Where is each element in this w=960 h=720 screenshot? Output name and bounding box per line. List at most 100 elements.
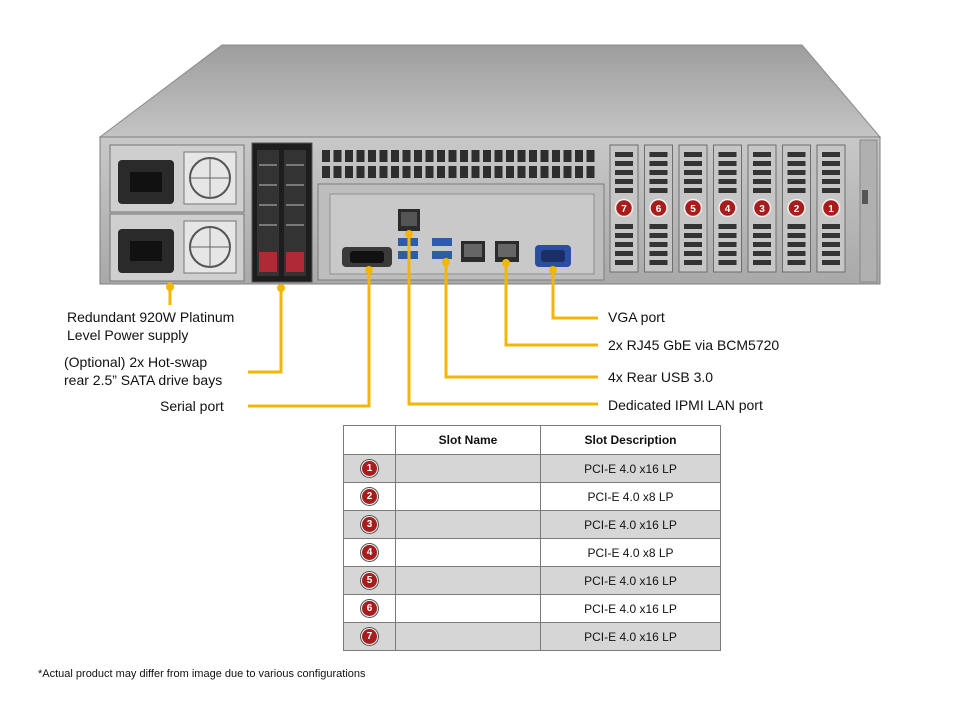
pcie-slot-vent <box>615 170 633 175</box>
pcie-slot-vent <box>615 161 633 166</box>
pcie-slot-badge <box>752 198 772 218</box>
vent-hole <box>402 150 411 162</box>
pcie-slot-badge-label: 7 <box>621 204 627 215</box>
pcie-slot-vent <box>684 224 702 229</box>
slot-badge: 6 <box>361 600 378 617</box>
slot-badge: 5 <box>361 572 378 589</box>
pcie-slot-badge <box>683 198 703 218</box>
vent-hole <box>379 166 388 178</box>
pcie-slot-vent <box>718 224 737 229</box>
pcie-slot-badge <box>821 198 841 218</box>
vent-hole <box>575 150 583 162</box>
callout-drive-bays-line-2: rear 2.5” SATA drive bays <box>64 372 223 388</box>
pcie-slot-vent <box>615 260 633 265</box>
callout-drive-bays-line-1: (Optional) 2x Hot-swap <box>64 354 208 370</box>
power-supply-top <box>109 144 245 213</box>
pcie-slot-vent <box>615 188 633 193</box>
pcie-slot-badge <box>718 198 737 218</box>
slot-description-cell: PCI-E 4.0 x16 LP <box>540 566 721 595</box>
slot-description-cell: PCI-E 4.0 x8 LP <box>540 482 721 511</box>
pcie-slot-vent <box>753 251 771 256</box>
pcie-slot-vent <box>753 260 771 265</box>
vent-hole <box>471 150 480 162</box>
pcie-slot-vent <box>718 251 737 256</box>
leader-drive-bays <box>248 288 283 374</box>
slot-name-cell <box>395 594 541 623</box>
pcie-slot-badge <box>787 198 806 218</box>
table-row: 4 PCI-E 4.0 x8 LP <box>343 538 721 567</box>
vent-hole <box>368 166 376 178</box>
ipmi-lan-port <box>398 209 420 231</box>
vent-hole <box>586 166 595 178</box>
rj45-gbe-ports <box>461 241 519 262</box>
vent-hole <box>379 150 388 162</box>
slot-badge: 7 <box>361 628 378 645</box>
pcie-slot-vent <box>615 152 633 157</box>
callout-lan: 2x RJ45 GbE via BCM5720 <box>608 337 780 353</box>
pcie-slot-vent <box>822 179 840 184</box>
power-supply-bottom <box>109 213 245 282</box>
callout-vga: VGA port <box>608 309 665 325</box>
pcie-slot-badge-label: 4 <box>725 204 731 215</box>
pcie-slot-vent <box>822 161 840 166</box>
pcie-slot-vent <box>649 233 668 238</box>
vent-hole <box>402 166 411 178</box>
vent-hole <box>356 166 365 178</box>
vent-hole <box>552 150 560 162</box>
slot-badge: 4 <box>361 544 378 561</box>
pcie-slot-vent <box>718 260 737 265</box>
leader-endpoints <box>166 230 557 292</box>
vent-hole <box>460 150 468 162</box>
pcie-slot-vent <box>753 188 771 193</box>
callout-ipmi: Dedicated IPMI LAN port <box>608 397 763 413</box>
table-row: 5 PCI-E 4.0 x16 LP <box>343 566 721 595</box>
vent-hole <box>563 150 572 162</box>
vent-hole <box>322 166 330 178</box>
table-row: 6 PCI-E 4.0 x16 LP <box>343 594 721 623</box>
slot-table: Slot Name Slot Description 1 PCI-E 4.0 x… <box>343 425 721 651</box>
vent-hole <box>425 166 434 178</box>
pcie-slot-vent <box>787 233 806 238</box>
pcie-slot-vent <box>615 251 633 256</box>
slot-name-cell <box>395 566 541 595</box>
vent-hole <box>333 150 342 162</box>
pcie-slot-vent <box>787 188 806 193</box>
pcie-slot-vent <box>787 251 806 256</box>
table-row: 2 PCI-E 4.0 x8 LP <box>343 482 721 511</box>
pcie-slot-badge-label: 5 <box>690 204 696 215</box>
vent-hole <box>414 150 422 162</box>
pcie-slot-vent <box>718 170 737 175</box>
pcie-slot-vent <box>718 242 737 247</box>
pcie-slot-vent <box>718 152 737 157</box>
pcie-slot-vent <box>753 152 771 157</box>
vent-hole <box>448 150 457 162</box>
vent-hole <box>575 166 583 178</box>
pcie-slot-vent <box>684 188 702 193</box>
pcie-slot-vent <box>649 179 668 184</box>
pcie-slot-vent <box>684 233 702 238</box>
vent-hole <box>333 166 342 178</box>
vent-hole <box>529 166 537 178</box>
pcie-slot-vent <box>787 170 806 175</box>
pcie-slot-vent <box>684 179 702 184</box>
pcie-slot-vent <box>753 179 771 184</box>
vent-hole <box>391 166 399 178</box>
pcie-slot-vent <box>649 170 668 175</box>
slot-description-cell: PCI-E 4.0 x16 LP <box>540 622 721 651</box>
vent-hole <box>414 166 422 178</box>
hot-swap-drive-bays <box>251 142 313 283</box>
vent-hole <box>529 150 537 162</box>
pcie-slot-vent <box>822 170 840 175</box>
vent-hole <box>494 150 503 162</box>
pcie-slot-badge-label: 3 <box>759 204 765 215</box>
leader-lan <box>504 263 598 347</box>
vent-hole <box>540 166 549 178</box>
callout-drive-bays: (Optional) 2x Hot-swap rear 2.5” SATA dr… <box>64 353 222 389</box>
pcie-slot-vent <box>753 170 771 175</box>
vent-hole <box>356 150 365 162</box>
pcie-slot-vent <box>684 161 702 166</box>
slot-name-cell <box>395 538 541 567</box>
vent-grid <box>322 150 595 178</box>
chassis-top <box>98 44 882 138</box>
